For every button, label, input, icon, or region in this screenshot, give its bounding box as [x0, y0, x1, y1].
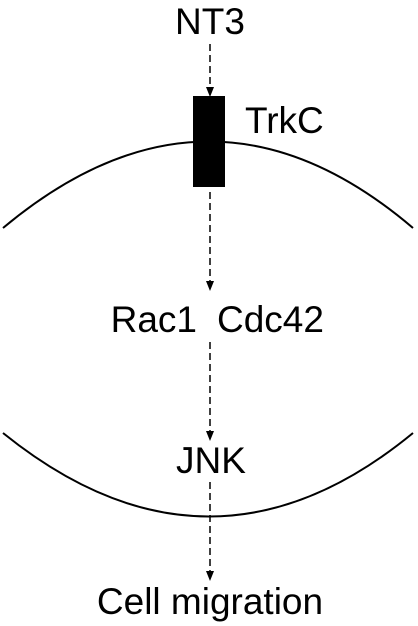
receptor-label: TrkC: [245, 100, 324, 141]
kinase-label: JNK: [176, 440, 246, 481]
receptor-block: [193, 96, 225, 187]
gtpase-1-label: Rac1: [111, 299, 197, 340]
lower-membrane-arc: [2, 432, 414, 518]
gtpase-2-label: Cdc42: [217, 299, 324, 340]
ligand-label: NT3: [175, 1, 245, 42]
outcome-label: Cell migration: [97, 581, 323, 622]
